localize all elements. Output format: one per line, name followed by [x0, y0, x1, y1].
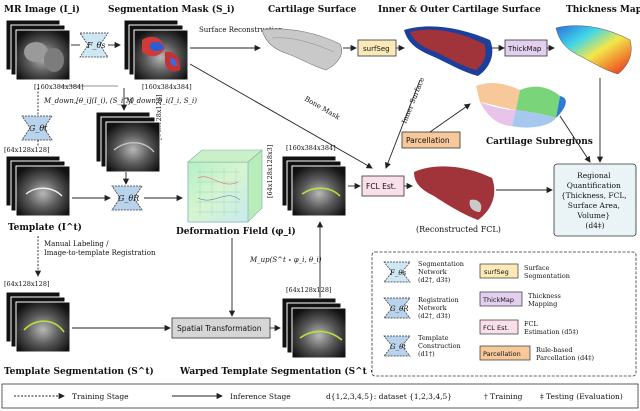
- legend-thickmap-box: [479, 291, 523, 307]
- warp-lo-dims: [64x128x128]: [286, 286, 332, 294]
- spatial-transformation-label: Spatial Transformation: [177, 324, 262, 333]
- legend-seg-network-text: Segmentation Network (d2†, d3‡): [418, 260, 466, 284]
- template-label: Template (I^t): [8, 222, 82, 233]
- legend-template-construction-text: Template Construction (d1†): [418, 334, 463, 358]
- template-segmentation-stack: [5, 291, 71, 353]
- fcl-est-label: FCL Est.: [366, 182, 396, 191]
- mr-image-label: MR Image (I_i): [4, 4, 80, 15]
- surfseg-label: surfSeg: [363, 45, 390, 53]
- seg-dims: [160x384x384]: [142, 83, 192, 91]
- g-theta-t-label: G_θt: [29, 124, 48, 133]
- legend-f-theta: F_θs: [389, 269, 407, 277]
- testing-note: ‡ Testing (Evaluation): [540, 392, 623, 401]
- inner-outer-label: Inner & Outer Cartilage Surface: [378, 5, 541, 15]
- training-stage-label: Training Stage: [72, 392, 129, 401]
- segmentation-network-icon: [79, 32, 109, 58]
- legend-surfseg-desc: Surface Segmentation: [524, 264, 570, 280]
- manual-labeling-label: Manual Labeling / Image-to-template Regi…: [44, 240, 156, 257]
- regional-quantification-box: [553, 163, 637, 237]
- inner-outer-surface-shape: [404, 26, 493, 76]
- legend-surfseg-box: [479, 263, 519, 279]
- registration-network-icon: [111, 185, 143, 211]
- legend-fcl-desc: FCL Estimation (d5‡): [524, 320, 579, 336]
- parcellation-label: Parcellation: [406, 136, 450, 145]
- mr-image-stack: [5, 19, 71, 81]
- training-note: † Training: [484, 392, 523, 401]
- g-theta-r-label: G_θR: [118, 194, 139, 203]
- parcellation-module: [401, 131, 461, 149]
- seg-mask-label: Segmentation Mask (S_i): [108, 4, 235, 15]
- legend-seg-net-icon: [383, 261, 411, 283]
- legend-reg-network-text: Registration Network (d2†, d3‡): [418, 296, 461, 320]
- reconstructed-fcl-label: (Reconstructed FCL): [416, 225, 501, 234]
- downsampled-image-stack: [95, 111, 161, 173]
- deformation-field-label: Deformation Field (φ_i): [176, 226, 296, 237]
- reconstructed-fcl-shape: [414, 166, 495, 220]
- m-down-training-label: M_down,[θ_i](I_i), (S_i^j): [43, 97, 134, 105]
- legend-thickmap: ThickMap: [482, 296, 514, 304]
- legend-g-theta-r: G_θR: [390, 305, 409, 313]
- legend-surfseg: surfSeg: [484, 268, 509, 276]
- warped-template-hires-stack: [281, 155, 347, 217]
- warp-hi-dims: [160x384x384]: [286, 144, 336, 152]
- cartilage-surface-shape: [261, 28, 342, 71]
- regional-quant-text: Regional Quantification {Thickness, FCL,…: [561, 171, 629, 230]
- thickness-map-label: Thickness Map: [566, 5, 640, 15]
- thickmap-label: ThickMap: [507, 45, 542, 53]
- warped-template-lowres-stack: [281, 297, 347, 359]
- template-construction-network-icon: [21, 115, 53, 141]
- legend-box: [371, 251, 637, 377]
- legend-g-theta-t: G_θt: [390, 343, 406, 351]
- def-dims: [64x128x128x3]: [266, 145, 274, 198]
- legend-parcellation-desc: Rule-based Parcellation (d4‡): [536, 346, 595, 362]
- segmentation-mask-stack: [123, 19, 189, 81]
- legend-thickmap-desc: Thickness Mapping: [528, 292, 563, 308]
- surface-reconstruction-label: Surface Reconstruction: [199, 26, 283, 34]
- cartilage-surface-label: Cartilage Surface: [268, 5, 357, 15]
- m-down-inference-label: M_down,θ_i(I_i, S_i): [125, 97, 197, 105]
- dataset-label: d{1,2,3,4,5}: dataset {1,2,3,4,5}: [326, 392, 452, 401]
- template-dims: [64x128x128]: [4, 146, 50, 154]
- deformation-field-volume: [187, 149, 263, 223]
- template-seg-label: Template Segmentation (S^t): [4, 366, 154, 377]
- inference-stage-label: Inference Stage: [230, 392, 291, 401]
- warped-template-label: Warped Template Segmentation (S^t ∘ φ_i): [179, 366, 398, 377]
- tseg-dims: [64x128x128]: [4, 280, 50, 288]
- subregions-label: Cartilage Subregions: [486, 137, 593, 147]
- f-theta-label: F_θs: [86, 41, 105, 50]
- legend-fcl-box: [479, 319, 519, 335]
- mid-dims: [64x128x128]: [155, 95, 163, 141]
- template-image-stack: [5, 155, 71, 217]
- footer-legend: [1, 383, 639, 409]
- bone-mask-label: Bone Mask: [303, 95, 342, 122]
- thickness-map-shape: [555, 25, 632, 75]
- cartilage-subregions-shape: [476, 83, 566, 128]
- legend-parcellation: Parcellation: [483, 350, 521, 358]
- legend-parcellation-box: [479, 345, 531, 361]
- legend-reg-net-icon: [383, 297, 411, 319]
- mr-dims: [160x384x384]: [34, 83, 84, 91]
- legend-fcl: FCL Est.: [483, 324, 509, 332]
- inner-surface-label: Inner Surface: [400, 76, 426, 124]
- legend-template-net-icon: [383, 335, 411, 357]
- m-up-label: M_up(S^t ∘ φ_i, θ_i): [249, 256, 322, 264]
